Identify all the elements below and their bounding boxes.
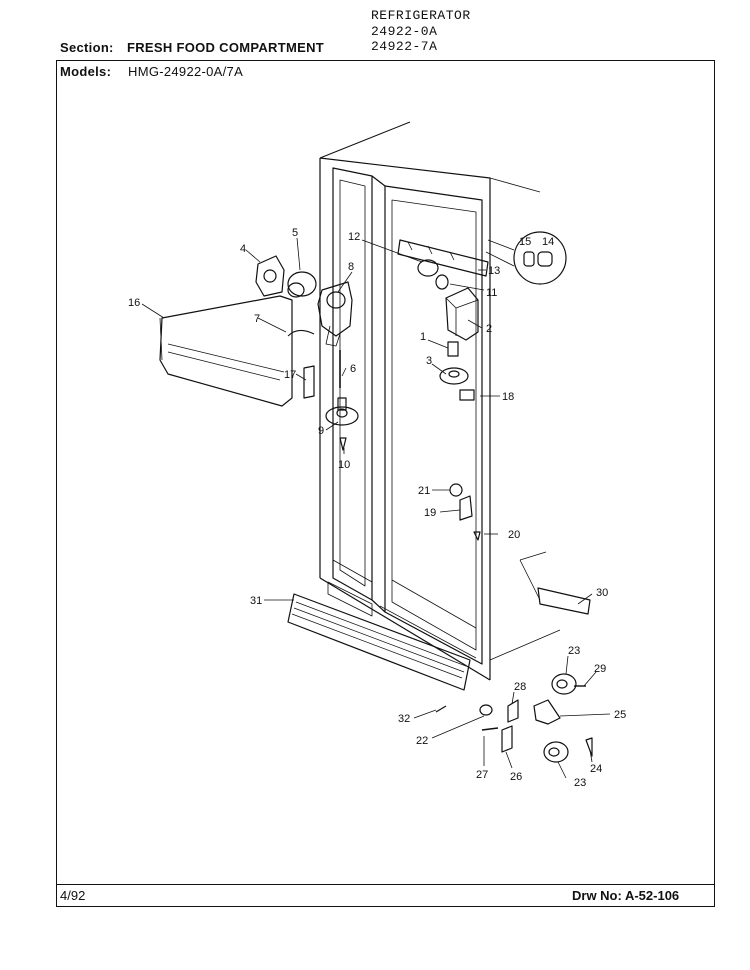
callout-10: 10	[338, 459, 350, 471]
callout-7: 7	[254, 313, 260, 325]
callout-4: 4	[240, 243, 246, 255]
callout-27: 27	[476, 769, 488, 781]
models-value: HMG-24922-0A/7A	[128, 64, 244, 79]
callout-26: 26	[510, 771, 522, 783]
callout-8: 8	[348, 261, 354, 273]
callout-18: 18	[502, 391, 514, 403]
callout-24: 24	[590, 763, 602, 775]
models-label: Models:	[60, 64, 112, 79]
callout-11: 11	[486, 287, 497, 299]
callout-23-top: 23	[568, 645, 580, 657]
callout-32: 32	[398, 713, 410, 725]
diagram-frame	[56, 60, 715, 907]
callout-17: 17	[284, 369, 296, 381]
model-number-b: 24922-7A	[371, 39, 438, 54]
model-number-a: 24922-0A	[371, 24, 438, 39]
callout-31: 31	[250, 595, 262, 607]
product-title: REFRIGERATOR	[371, 8, 471, 23]
callout-25: 25	[614, 709, 626, 721]
callout-6: 6	[350, 363, 356, 375]
callout-21: 21	[418, 485, 430, 497]
callout-9: 9	[318, 425, 324, 437]
callout-3: 3	[426, 355, 432, 367]
callout-20: 20	[508, 529, 520, 541]
callout-23-bottom: 23	[574, 777, 586, 789]
callout-1: 1	[420, 331, 426, 343]
callout-2: 2	[486, 323, 492, 335]
callout-13: 13	[488, 265, 500, 277]
callout-14: 14	[542, 236, 554, 248]
callout-12: 12	[348, 231, 360, 243]
callout-5: 5	[292, 227, 298, 239]
revision-date: 4/92	[60, 888, 86, 903]
callout-15: 15	[519, 236, 531, 248]
callout-19: 19	[424, 507, 436, 519]
callout-29: 29	[594, 663, 606, 675]
callout-16: 16	[128, 297, 140, 309]
callout-28: 28	[514, 681, 526, 693]
callout-30: 30	[596, 587, 608, 599]
section-label: Section:	[60, 40, 114, 55]
callout-22: 22	[416, 735, 428, 747]
footer-rule	[56, 884, 715, 885]
section-value: FRESH FOOD COMPARTMENT	[127, 40, 325, 55]
drawing-number: Drw No: A-52-106	[572, 888, 680, 903]
